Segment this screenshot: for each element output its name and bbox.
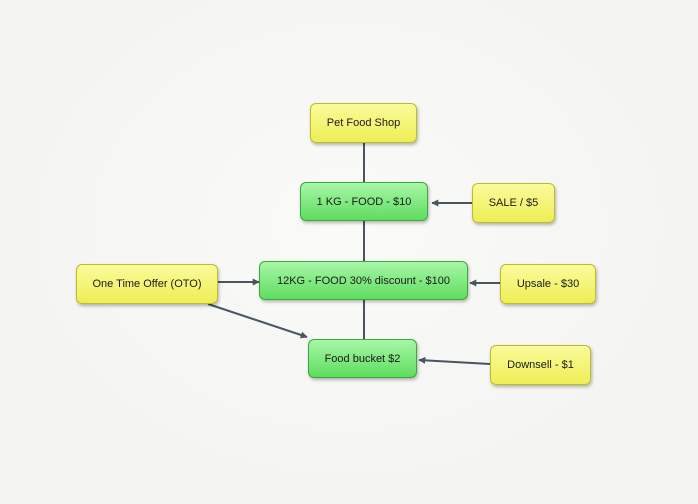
node-downsell-label: Downsell - $1 bbox=[507, 359, 574, 371]
node-1kg-food-label: 1 KG - FOOD - $10 bbox=[316, 195, 412, 208]
node-pet-food-shop-label: Pet Food Shop bbox=[326, 117, 401, 129]
node-downsell[interactable]: Downsell - $1 bbox=[490, 345, 591, 385]
node-upsale-label: Upsale - $30 bbox=[516, 278, 580, 290]
node-12kg-food-label: 12KG - FOOD 30% discount - $100 bbox=[276, 274, 451, 287]
node-sale-label: SALE / $5 bbox=[488, 197, 539, 209]
node-pet-food-shop[interactable]: Pet Food Shop bbox=[310, 103, 417, 143]
node-12kg-food[interactable]: 12KG - FOOD 30% discount - $100 bbox=[259, 261, 468, 300]
node-sale[interactable]: SALE / $5 bbox=[472, 183, 555, 223]
edge-downsell-to-food-bucket bbox=[418, 356, 491, 365]
node-upsale[interactable]: Upsale - $30 bbox=[500, 264, 596, 304]
node-food-bucket-label: Food bucket $2 bbox=[324, 352, 401, 365]
node-one-time-offer[interactable]: One Time Offer (OTO) bbox=[76, 264, 218, 304]
node-1kg-food[interactable]: 1 KG - FOOD - $10 bbox=[300, 182, 428, 221]
node-food-bucket[interactable]: Food bucket $2 bbox=[308, 339, 417, 378]
node-one-time-offer-label: One Time Offer (OTO) bbox=[92, 278, 202, 290]
edge-oto-to-food-bucket bbox=[207, 303, 308, 339]
